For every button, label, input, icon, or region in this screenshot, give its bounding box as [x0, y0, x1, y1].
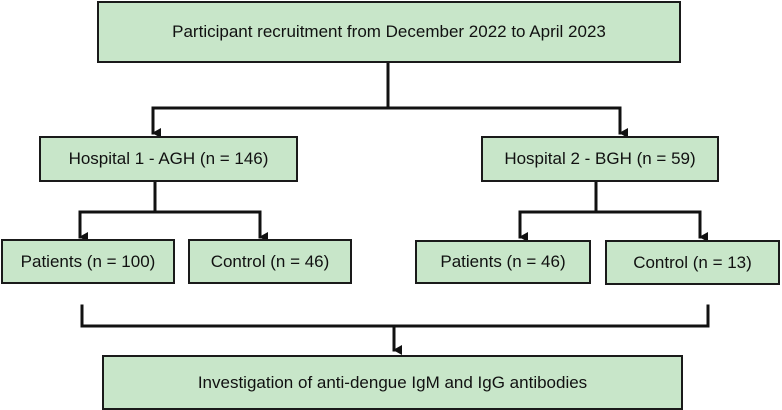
recruitment-text: Participant recruitment from December 20…: [172, 22, 606, 41]
hospital1-box: Hospital 1 - AGH (n = 146): [39, 136, 298, 182]
h1-control-box: Control (n = 46): [188, 239, 352, 284]
h1-patients-label: Patients (n = 100): [20, 251, 156, 271]
investigation-box: Investigation of anti-dengue IgM and IgG…: [102, 355, 683, 410]
h2-patients-box: Patients (n = 46): [415, 240, 591, 284]
hospital2-box: Hospital 2 - BGH (n = 59): [481, 136, 719, 182]
h1-patients-box: Patients (n = 100): [1, 239, 175, 284]
recruitment-box: Participant recruitment from December 20…: [97, 1, 681, 63]
hospital2-label: Hospital 2 - BGH (n = 59): [504, 149, 696, 168]
h2-control-label: Control (n = 13): [633, 252, 752, 272]
investigation-text: Investigation of anti-dengue IgM and IgG…: [197, 372, 588, 392]
h1-control-label: Control (n = 46): [210, 251, 330, 271]
h2-patients-label: Patients (n = 46): [440, 252, 566, 271]
hospital1-label: Hospital 1 - AGH (n = 146): [68, 149, 269, 168]
h2-control-box: Control (n = 13): [605, 240, 780, 285]
